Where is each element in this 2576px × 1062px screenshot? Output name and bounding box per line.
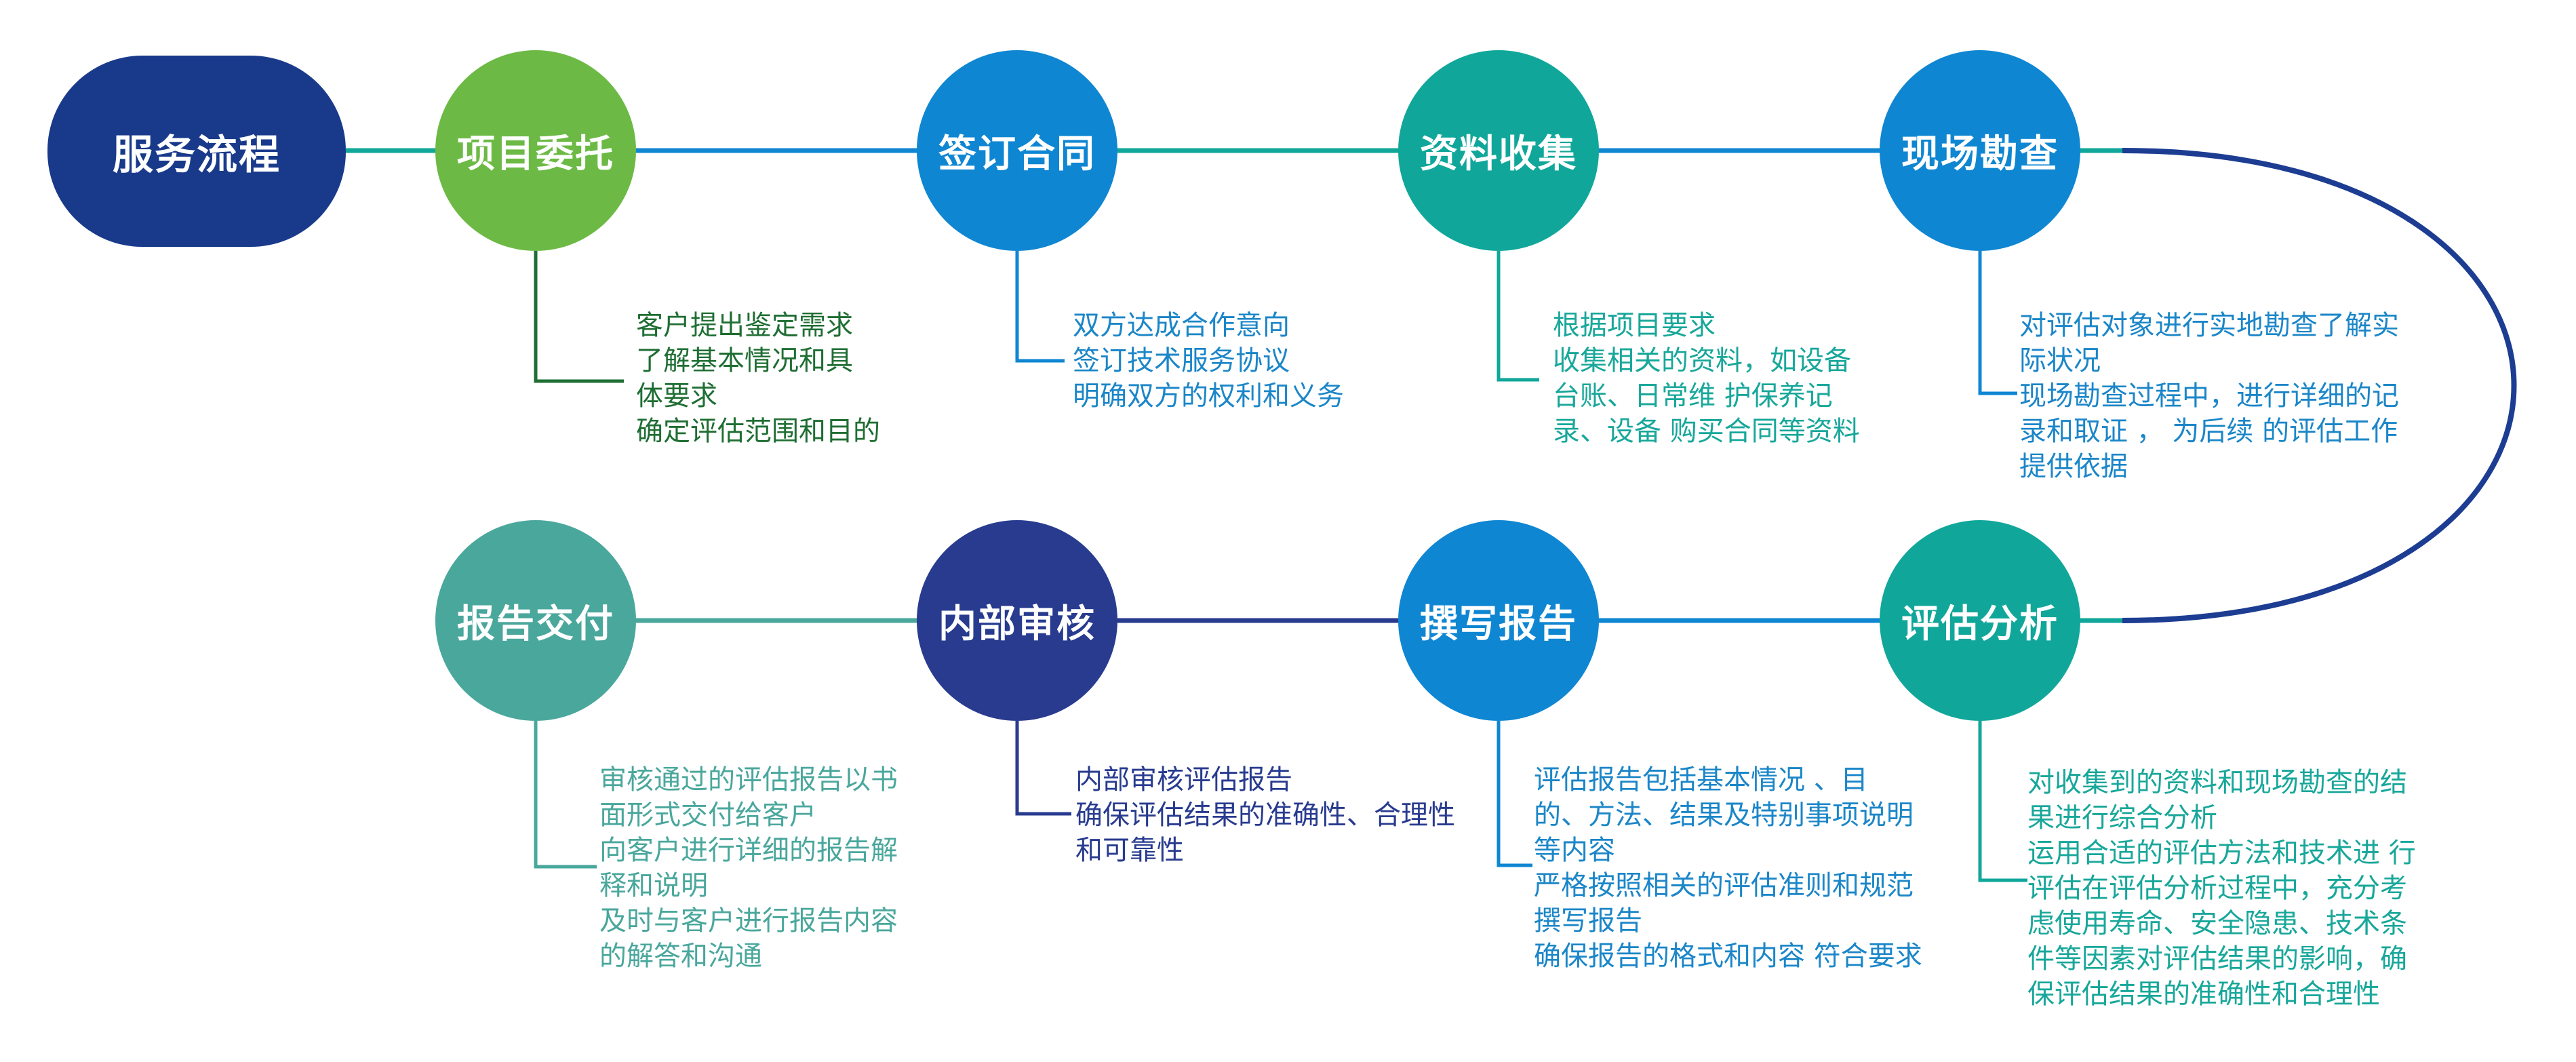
step-description-1: 客户提出鉴定需求 了解基本情况和具 体要求 确定评估范围和目的 [636,308,880,449]
description-line: 向客户进行详细的报告解 [599,835,898,866]
return-loop-curve [2122,148,2517,623]
step-evaluation-analysis: 评估分析 [1880,520,2080,721]
description-line: 保评估结果的准确性和合理性 [2027,979,2380,1010]
leader-step5 [1978,721,2027,882]
step-project-commission: 项目委托 [435,50,636,251]
step-label: 项目委托 [457,132,614,176]
description-line: 的解答和沟通 [599,941,762,972]
description-line: 确保评估结果的准确性、合理性 [1075,800,1455,831]
description-line: 客户提出鉴定需求 [636,310,853,341]
description-line: 和可靠性 [1075,835,1184,866]
description-line: 对收集到的资料和现场勘查的结 [2027,767,2407,798]
description-line: 撰写报告 [1534,905,1642,937]
description-line: 提供依据 [2019,451,2128,482]
step-internal-review: 内部审核 [917,520,1117,721]
leader-step3 [1497,251,1539,382]
step-description-2: 双方达成合作意向 签订技术服务协议 明确双方的权利和义务 [1073,308,1344,414]
description-line: 确保报告的格式和内容 符合要求 [1534,941,1922,972]
step-description-4: 对评估对象进行实地勘查了解实 际状况 现场勘查过程中，进行详细的记 录和取证 ，… [2019,308,2399,484]
step-description-3: 根据项目要求 收集相关的资料，如设备 台账、日常维 护保养记 录、设备 购买合同… [1553,308,1860,449]
description-line: 际状况 [2019,345,2101,376]
step-label: 签订合同 [938,132,1096,176]
description-line: 面形式交付给客户 [599,800,816,831]
step-label: 资料收集 [1420,132,1577,176]
step-data-collection: 资料收集 [1398,50,1599,251]
step-description-5: 对收集到的资料和现场勘查的结 果进行综合分析 运用合适的评估方法和技术进 行 评… [2027,765,2416,1012]
leader-step4 [1978,251,2017,395]
step-label: 内部审核 [938,602,1096,646]
description-line: 运用合适的评估方法和技术进 行 [2027,838,2416,869]
step-write-report: 撰写报告 [1398,520,1599,721]
leader-step2 [1015,251,1065,363]
description-line: 了解基本情况和具 [636,345,853,376]
description-line: 现场勘查过程中，进行详细的记 [2019,380,2399,412]
step-site-survey: 现场勘查 [1880,50,2080,251]
step-description-8: 审核通过的评估报告以书 面形式交付给客户 向客户进行详细的报告解 释和说明 及时… [599,762,898,974]
description-line: 双方达成合作意向 [1073,310,1290,341]
page-title: 服务流程 [113,131,281,179]
step-description-7: 内部审核评估报告 确保评估结果的准确性、合理性 和可靠性 [1075,762,1455,868]
description-line: 的、方法、结果及特别事项说明 [1534,800,1914,831]
description-line: 确定评估范围和目的 [636,416,880,447]
leader-step8 [534,721,597,869]
description-line: 及时与客户进行报告内容 [599,905,898,937]
leader-step7 [1015,721,1071,816]
description-line: 释和说明 [599,870,708,901]
step-sign-contract: 签订合同 [917,50,1117,251]
description-line: 体要求 [636,380,717,412]
description-line: 对评估对象进行实地勘查了解实 [2019,310,2399,341]
description-line: 内部审核评估报告 [1075,764,1292,795]
step-label: 撰写报告 [1420,602,1577,646]
description-line: 根据项目要求 [1553,310,1716,341]
description-line: 评估在评估分析过程中，充分考 [2027,873,2407,904]
leader-step1 [534,251,624,383]
step-label: 报告交付 [457,602,614,646]
step-label: 现场勘查 [1901,132,2059,176]
description-line: 严格按照相关的评估准则和规范 [1534,870,1914,901]
description-line: 明确双方的权利和义务 [1073,380,1344,412]
description-line: 等内容 [1534,835,1615,866]
description-line: 审核通过的评估报告以书 [599,764,898,795]
description-line: 录和取证 ， 为后续 的评估工作 [2019,416,2398,447]
step-report-delivery: 报告交付 [435,520,636,721]
description-line: 录、设备 购买合同等资料 [1553,416,1860,447]
description-line: 评估报告包括基本情况 、目 [1534,764,1868,795]
step-label: 评估分析 [1901,602,2059,646]
description-line: 虑使用寿命、安全隐患、技术条 [2027,908,2407,939]
title-pill: 服务流程 [47,56,346,247]
step-description-6: 评估报告包括基本情况 、目 的、方法、结果及特别事项说明 等内容 严格按照相关的… [1534,762,1922,974]
description-line: 台账、日常维 护保养记 [1553,380,1833,412]
leader-step6 [1497,721,1532,867]
description-line: 果进行综合分析 [2027,802,2217,833]
description-line: 收集相关的资料，如设备 [1553,345,1851,376]
description-line: 件等因素对评估结果的影响，确 [2027,943,2407,975]
description-line: 签订技术服务协议 [1073,345,1290,376]
